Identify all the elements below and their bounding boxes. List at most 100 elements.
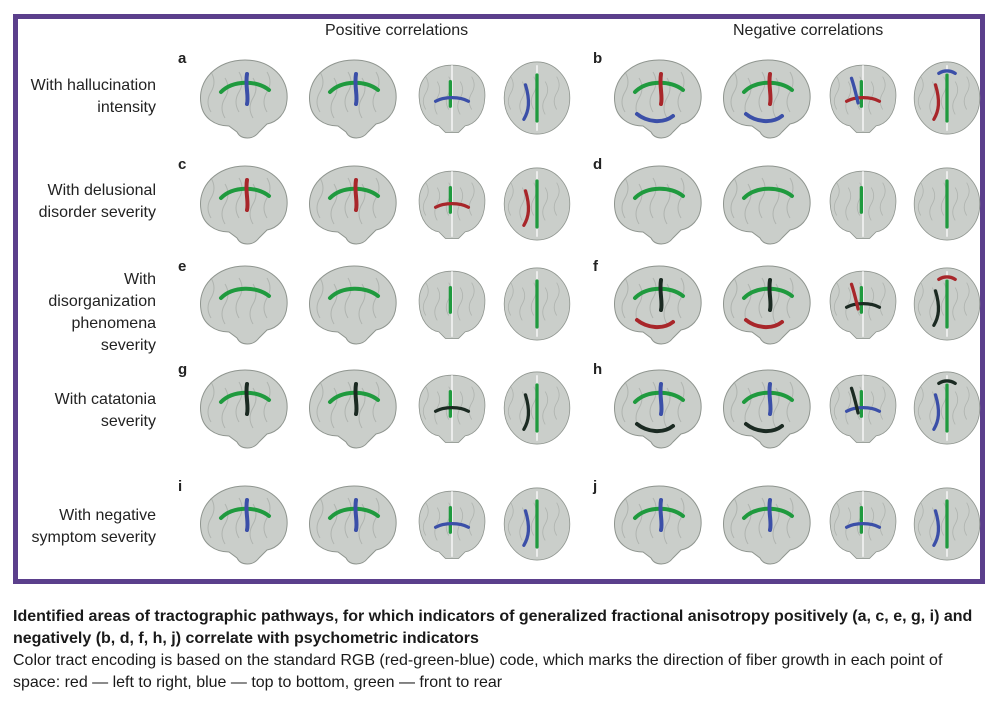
gyrus-line (649, 71, 657, 113)
row-label-negative-symptom: With negative symptom severity (32, 505, 156, 549)
brain-b-coronal-3 (822, 52, 904, 144)
gyrus-line (434, 187, 441, 221)
gyrus-line (845, 187, 852, 221)
gyrus-line (730, 381, 738, 423)
row-label-line: With negative (59, 507, 156, 524)
gyrus-line (422, 76, 429, 110)
fiber-tract (522, 509, 531, 547)
brain-h-sagittal-1 (607, 362, 707, 454)
gyrus-line (677, 381, 685, 423)
brain-h-sagittal-2 (716, 362, 816, 454)
fiber-tract (849, 282, 860, 311)
brain-silhouette (723, 265, 811, 345)
row-label-catatonia: With catatonia severity (55, 389, 156, 433)
gyrus-line (758, 277, 766, 319)
gyrus-line (422, 502, 429, 536)
fiber-tract (244, 498, 250, 532)
fiber-tract (744, 318, 784, 329)
gyrus-line (952, 507, 959, 541)
gyrus-line (221, 503, 229, 545)
row-label-line: With catatonia (54, 391, 156, 408)
caption-title: Identified areas of tractographic pathwa… (13, 608, 973, 647)
gyrus-line (730, 71, 738, 113)
gyrus-line (917, 282, 924, 316)
brain-i-sagittal-1 (193, 478, 293, 570)
gyrus-line (330, 283, 338, 325)
fiber-tract (767, 382, 773, 416)
gyrus-line (758, 177, 766, 219)
brain-b-sagittal-1 (607, 52, 707, 144)
brain-c-sagittal-2 (302, 158, 402, 250)
gyrus-line (553, 502, 560, 536)
fiber-tract (353, 72, 359, 106)
row-label-line: With delusional (47, 182, 157, 199)
gyrus-line (316, 177, 324, 219)
fiber-tract (522, 189, 531, 227)
brain-b-sagittal-2 (716, 52, 816, 144)
gyrus-line (344, 277, 352, 319)
brain-silhouette (723, 369, 811, 449)
fiber-tract (937, 69, 957, 76)
brain-f-sagittal-2 (716, 258, 816, 350)
brain-silhouette (200, 59, 288, 139)
fiber-tract (849, 386, 860, 415)
gyrus-line (621, 71, 629, 113)
brain-g-sagittal-2 (302, 362, 402, 454)
row-label-hallucination: With hallucination intensity (31, 75, 156, 119)
gyrus-line (221, 387, 229, 429)
gyrus-line (468, 282, 475, 316)
brain-silhouette (200, 265, 288, 345)
panel-letter-f: f (593, 258, 598, 275)
gyrus-line (507, 76, 514, 110)
brain-g-sagittal-1 (193, 362, 293, 454)
fiber-tract (932, 83, 941, 121)
gyrus-line (330, 387, 338, 429)
brain-h-coronal-3 (822, 362, 904, 454)
panel-letter-a: a (178, 50, 187, 67)
brain-j-axial-4 (906, 478, 988, 570)
gyrus-line (316, 381, 324, 423)
brain-i-axial-4 (496, 478, 578, 570)
fiber-tract (244, 382, 250, 416)
gyrus-line (621, 497, 629, 539)
panel-letter-d: d (593, 156, 603, 173)
gyrus-line (677, 71, 685, 113)
gyrus-line (758, 381, 766, 423)
fiber-tract (932, 393, 941, 431)
gyrus-line (434, 391, 441, 425)
gyrus-line (635, 503, 643, 545)
gyrus-line (468, 76, 475, 110)
gyrus-line (519, 187, 526, 221)
gyrus-line (758, 497, 766, 539)
gyrus-line (786, 71, 794, 113)
gyrus-line (221, 77, 229, 119)
gyrus-line (845, 391, 852, 425)
gyrus-line (330, 77, 338, 119)
gyrus-line (730, 277, 738, 319)
fiber-tract (433, 201, 471, 209)
gyrus-line (330, 183, 338, 225)
gyrus-line (553, 282, 560, 316)
brain-g-coronal-3 (411, 362, 493, 454)
fiber-tract (844, 95, 882, 103)
fiber-tract (635, 112, 675, 123)
gyrus-line (677, 277, 685, 319)
gyrus-line (963, 76, 970, 110)
brain-e-axial-4 (496, 258, 578, 350)
panel-letter-g: g (178, 361, 188, 378)
gyrus-line (507, 502, 514, 536)
gyrus-line (263, 177, 271, 219)
brain-silhouette (309, 485, 397, 565)
fiber-tract (767, 72, 773, 106)
gyrus-line (263, 71, 271, 113)
gyrus-line (917, 502, 924, 536)
brain-silhouette (723, 165, 811, 245)
gyrus-line (929, 287, 936, 321)
gyrus-line (457, 287, 464, 321)
gyrus-line (952, 187, 959, 221)
gyrus-line (507, 386, 514, 420)
brain-silhouette (614, 265, 702, 345)
figure-caption: Identified areas of tractographic pathwa… (13, 606, 993, 694)
brain-b-axial-4 (906, 52, 988, 144)
fiber-tract (844, 521, 882, 529)
